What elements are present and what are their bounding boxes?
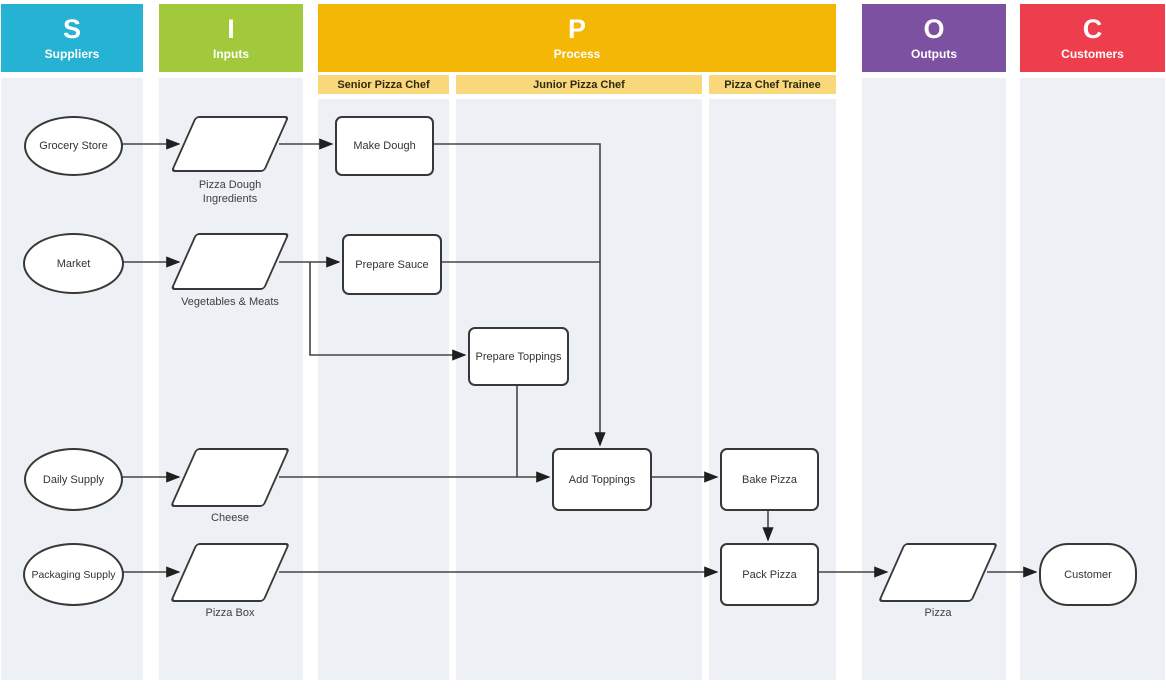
suppliers-lane-name: Suppliers [44, 46, 100, 61]
process-lane-header: P Process [318, 4, 836, 72]
node-pack-pizza: Pack Pizza [720, 543, 819, 606]
node-label: Prepare Toppings [475, 350, 562, 363]
node-label: Pack Pizza [742, 568, 797, 581]
junior-chef-lane-band [456, 99, 702, 680]
node-label: Customer [1064, 568, 1112, 581]
node-vegetables-meats [170, 233, 290, 290]
node-pizza [877, 543, 999, 602]
caption-cheese: Cheese [211, 512, 249, 524]
parallelogram-shape [170, 116, 290, 172]
sublane-label: Junior Pizza Chef [533, 78, 625, 91]
parallelogram-shape [169, 543, 291, 602]
process-lane-name: Process [553, 46, 601, 61]
caption-pizza-box: Pizza Box [205, 607, 255, 619]
node-daily-supply: Daily Supply [24, 448, 123, 511]
customers-lane-name: Customers [1061, 46, 1124, 61]
node-label: Bake Pizza [741, 473, 798, 486]
node-market: Market [23, 233, 124, 294]
parallelogram-shape [877, 543, 999, 602]
caption-pizza-dough-ingredients: Pizza Dough Ingredients [198, 179, 262, 205]
node-packaging-supply: Packaging Supply [23, 543, 124, 606]
outputs-lane-name: Outputs [911, 46, 957, 61]
inputs-lane-header: I Inputs [159, 4, 303, 72]
customers-lane-letter: C [1082, 14, 1103, 45]
sublane-header-pizza-chef-trainee: Pizza Chef Trainee [709, 75, 836, 94]
node-bake-pizza: Bake Pizza [720, 448, 819, 511]
parallelogram-shape [170, 233, 290, 290]
sublane-header-senior-pizza-chef: Senior Pizza Chef [318, 75, 449, 94]
process-lane-letter: P [567, 14, 586, 45]
node-prepare-sauce: Prepare Sauce [342, 234, 442, 295]
inputs-lane-letter: I [227, 14, 235, 45]
node-label: Grocery Store [39, 140, 108, 152]
node-customer: Customer [1039, 543, 1137, 606]
node-label: Add Toppings [568, 473, 636, 486]
sublane-header-junior-pizza-chef: Junior Pizza Chef [456, 75, 702, 94]
node-pizza-dough-ingredients [170, 116, 290, 172]
caption-pizza: Pizza [924, 607, 952, 619]
parallelogram-shape [169, 448, 291, 507]
suppliers-lane-letter: S [62, 14, 81, 45]
customers-lane-header: C Customers [1020, 4, 1165, 72]
sublane-label: Pizza Chef Trainee [724, 78, 821, 91]
node-grocery-store: Grocery Store [24, 116, 123, 176]
suppliers-lane-header: S Suppliers [1, 4, 143, 72]
node-make-dough: Make Dough [335, 116, 434, 176]
node-prepare-toppings: Prepare Toppings [468, 327, 569, 386]
inputs-lane-name: Inputs [213, 46, 249, 61]
node-label: Daily Supply [42, 473, 105, 486]
node-label: Make Dough [353, 140, 416, 152]
sublane-label: Senior Pizza Chef [337, 78, 430, 91]
node-label: Packaging Supply [31, 568, 116, 581]
node-label: Market [56, 257, 91, 270]
node-cheese [169, 448, 291, 507]
caption-vegetables-meats: Vegetables & Meats [181, 296, 279, 308]
senior-chef-lane-band [318, 99, 449, 680]
node-add-toppings: Add Toppings [552, 448, 652, 511]
node-label: Prepare Sauce [355, 258, 429, 271]
node-pizza-box [169, 543, 291, 602]
outputs-lane-letter: O [923, 14, 945, 45]
outputs-lane-header: O Outputs [862, 4, 1006, 72]
